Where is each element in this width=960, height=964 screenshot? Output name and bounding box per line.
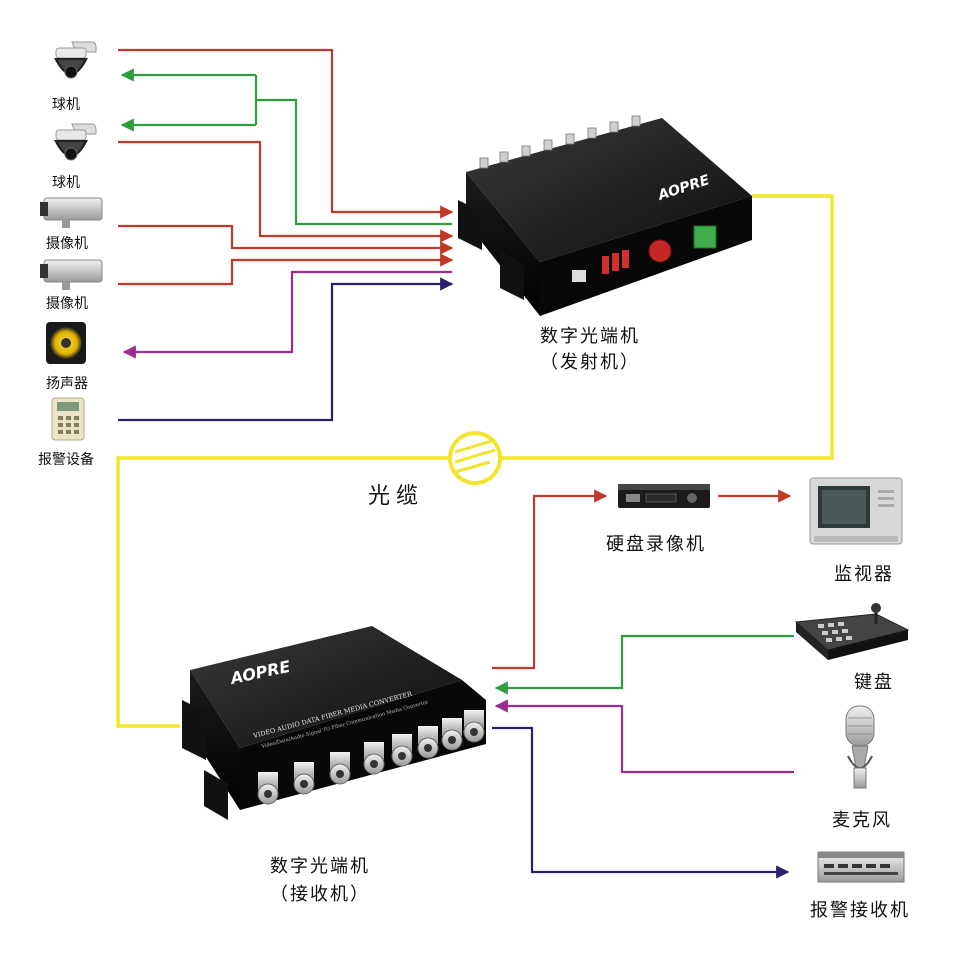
dvr-icon	[618, 484, 710, 508]
label-dome-camera-2: 球机	[52, 175, 80, 191]
label-transmitter-name: 数字光端机	[540, 326, 640, 347]
label-monitor: 监视器	[834, 564, 894, 585]
fiber-coil-icon	[448, 431, 502, 485]
dome-camera-icon	[54, 41, 97, 79]
label-alarm-receiver: 报警接收机	[810, 900, 910, 921]
speaker-icon	[46, 322, 86, 364]
label-receiver-role: （接收机）	[270, 884, 370, 905]
box-camera-icon	[40, 259, 103, 290]
transmitter-device	[458, 115, 752, 316]
label-microphone: 麦克风	[832, 810, 892, 831]
label-fiber-cable: 光缆	[368, 484, 425, 509]
label-receiver-name: 数字光端机	[270, 856, 370, 877]
label-camera-2: 摄像机	[46, 296, 88, 312]
label-dvr: 硬盘录像机	[606, 534, 706, 555]
label-camera-1: 摄像机	[46, 236, 88, 252]
label-alarm-device: 报警设备	[38, 452, 94, 468]
receiver-output-lines	[492, 489, 794, 879]
transmitter-input-lines	[118, 48, 454, 422]
dome-camera-icon	[54, 123, 97, 161]
alarm-keypad-icon	[51, 397, 85, 441]
label-speaker: 扬声器	[46, 376, 88, 392]
alarm-receiver-icon	[817, 851, 905, 883]
monitor-icon	[809, 477, 903, 545]
ptz-keyboard-icon	[794, 603, 910, 660]
label-dome-camera-1: 球机	[52, 97, 80, 113]
receiver-device	[182, 626, 486, 820]
microphone-icon	[845, 705, 875, 789]
label-transmitter-role: （发射机）	[540, 352, 640, 373]
bnc-connector-row	[257, 710, 485, 805]
label-keyboard: 键盘	[854, 672, 894, 693]
box-camera-icon	[40, 197, 103, 228]
